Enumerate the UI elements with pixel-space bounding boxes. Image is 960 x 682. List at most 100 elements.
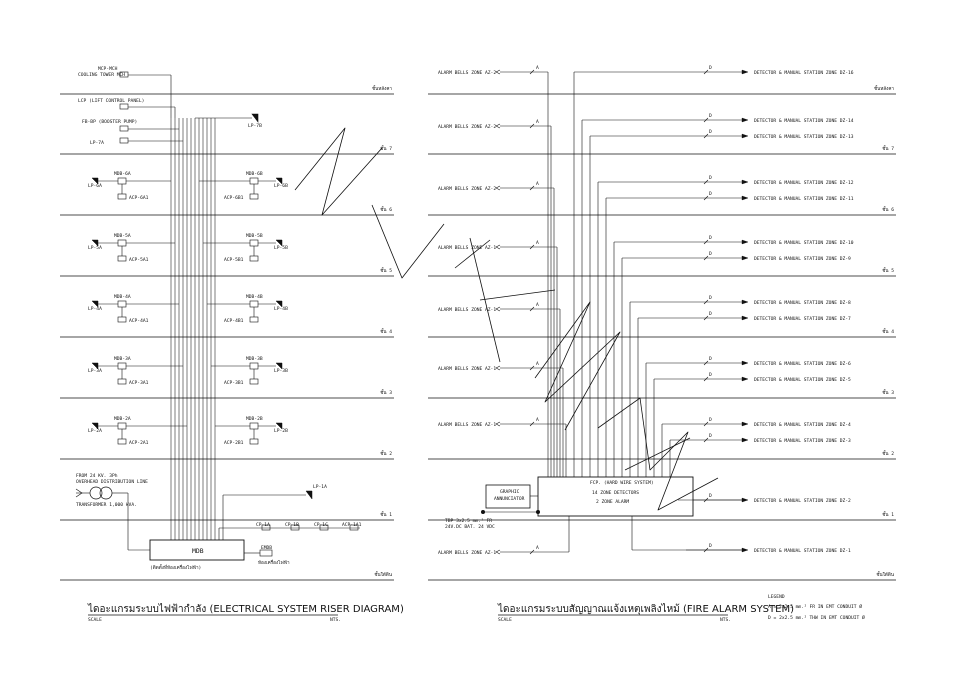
wire-tick	[529, 421, 535, 427]
label-lp-1a: LP-1A	[313, 484, 327, 490]
fcp-line3: 2 ZONE ALARM	[596, 499, 629, 505]
watermark-stroke	[624, 437, 691, 471]
source-arrow	[75, 488, 83, 498]
electrical-floor-label: ชั้น 1	[380, 511, 392, 518]
fire-floor-label: ชั้น 5	[882, 267, 894, 274]
wire-d-label: D	[709, 295, 712, 301]
mdb-left-box	[117, 300, 127, 308]
electrical-floor-label: ชั้น 7	[380, 145, 392, 152]
mdb-left-box	[117, 422, 127, 430]
lighting-panel-symbol	[275, 177, 283, 185]
wire-a-label: A	[536, 65, 539, 71]
lp-7b-symbol	[251, 113, 259, 123]
electrical-diagram-title: ไดอะแกรมระบบไฟฟ้ากำลัง (ELECTRICAL SYSTE…	[87, 603, 404, 615]
mdb-left-box	[117, 239, 127, 247]
detector-arrow	[741, 360, 749, 366]
detector-label: DETECTOR & MANUAL STATION ZONE DZ-8	[754, 300, 851, 306]
detector-label: DETECTOR & MANUAL STATION ZONE DZ-6	[754, 361, 851, 367]
fire-floor-label: ชั้น 4	[882, 328, 894, 335]
lighting-panel-symbol	[275, 422, 283, 430]
label-cooling-tower: COOLING TOWER MCH	[78, 72, 125, 78]
wire-tick	[529, 244, 535, 250]
mcp-mch-box	[119, 71, 129, 78]
mdb-right-box	[249, 362, 259, 370]
legend-wire-a: A = 2x2.5 mm.² FR IN EMT CONDUIT Ø	[768, 603, 862, 610]
wire-d-label: D	[709, 191, 712, 197]
electrical-floor-label: ชั้น 4	[380, 328, 392, 335]
alarm-bell-arrow	[495, 123, 501, 129]
mdb-left-box	[117, 362, 127, 370]
mdb-right-box	[249, 177, 259, 185]
acp-right-box	[249, 438, 259, 445]
power-note1: TBP 3x2.5 mm.² FR	[445, 518, 492, 524]
lighting-panel-symbol	[275, 362, 283, 370]
detector-arrow	[741, 69, 749, 75]
label-acp-right: ACP-4B1	[224, 318, 244, 324]
wire-a-label: A	[536, 240, 539, 246]
label-acp-right: ACP-6B1	[224, 195, 244, 201]
fire-floor-label: ชั้นใต้ดิน	[876, 571, 894, 578]
wire-d-label: D	[709, 65, 712, 71]
label-mdb-left: MDB-5A	[114, 233, 131, 239]
fcp-line2: 14 ZONE DETECTORS	[592, 490, 639, 496]
wire-tick	[703, 255, 709, 261]
fcp-panel-box	[537, 476, 694, 517]
watermark-stroke	[294, 127, 383, 216]
watermark-stroke	[597, 397, 719, 511]
wire-d-label: D	[709, 235, 712, 241]
alarm-bell-arrow	[495, 69, 501, 75]
label-acp-right: ACP-3B1	[224, 380, 244, 386]
wire-tick	[529, 365, 535, 371]
wire-d-label: D	[709, 113, 712, 119]
label-lift-control-panel: LCP (LIFT CONTROL PANEL)	[78, 98, 144, 104]
acp-right-box	[249, 255, 259, 262]
detector-label: DETECTOR & MANUAL STATION ZONE DZ-3	[754, 438, 851, 444]
detector-label: DETECTOR & MANUAL STATION ZONE DZ-7	[754, 316, 851, 322]
lcp-box	[119, 103, 129, 110]
acp-right-box	[249, 316, 259, 323]
label-mdb-left: MDB-6A	[114, 171, 131, 177]
label-lp-right: LP-2B	[274, 428, 288, 434]
label-transformer: TRANSFORMER 1,000 kVA.	[76, 502, 137, 508]
watermark-stroke	[534, 301, 621, 431]
ground-panel-box	[319, 524, 329, 531]
acp-right-box	[249, 378, 259, 385]
detector-arrow	[741, 179, 749, 185]
wire-tick	[529, 306, 535, 312]
detector-arrow	[741, 239, 749, 245]
lighting-panel-symbol	[275, 300, 283, 308]
fire-alarm-diagram-title: ไดอะแกรมระบบสัญญาณแจ้งเหตุเพลิงไหม้ (FIR…	[497, 603, 794, 615]
label-lp-right: LP-5B	[274, 245, 288, 251]
annunciator-line2: ANNUNCIATOR	[494, 496, 525, 502]
detector-arrow	[741, 497, 749, 503]
wire-d-label: D	[709, 251, 712, 257]
wire-d-label: D	[709, 433, 712, 439]
wire-d-label: D	[709, 543, 712, 549]
electrical-floor-label: ชั้น 2	[380, 450, 392, 457]
detector-label: DETECTOR & MANUAL STATION ZONE DZ-1	[754, 548, 851, 554]
label-acp-left: ACP-4A1	[129, 318, 149, 324]
fire-floor-label: ชั้น 1	[882, 511, 894, 518]
label-booster-pump: FB-BP (BOOSTER PUMP)	[82, 119, 137, 125]
fire-floor-label: ชั้น 3	[882, 389, 894, 396]
wire-d-label: D	[709, 493, 712, 499]
acp-left-box	[117, 378, 127, 385]
label-acp-right: ACP-5B1	[224, 257, 244, 263]
label-acp-right: ACP-2B1	[224, 440, 244, 446]
fire-floor-label: ชั้น 7	[882, 145, 894, 152]
wire-a-label: A	[536, 545, 539, 551]
acp-left-box	[117, 316, 127, 323]
wire-a-label: A	[536, 119, 539, 125]
fire-alarm-scale-value: NTS.	[720, 617, 731, 623]
lp-1a-symbol	[305, 490, 313, 500]
label-mdb-left: MDB-4A	[114, 294, 131, 300]
detector-label: DETECTOR & MANUAL STATION ZONE DZ-2	[754, 498, 851, 504]
label-emdb: EMDB	[261, 545, 272, 551]
alarm-bell-label: ALARM BELLS ZONE AZ-2	[438, 70, 496, 76]
fire-alarm-scale-label: SCALE	[498, 617, 512, 623]
wire-tick	[703, 360, 709, 366]
label-cp-1a: CP-1A	[256, 522, 270, 528]
wire-d-label: D	[709, 372, 712, 378]
wire-tick	[703, 421, 709, 427]
wire-tick	[529, 185, 535, 191]
